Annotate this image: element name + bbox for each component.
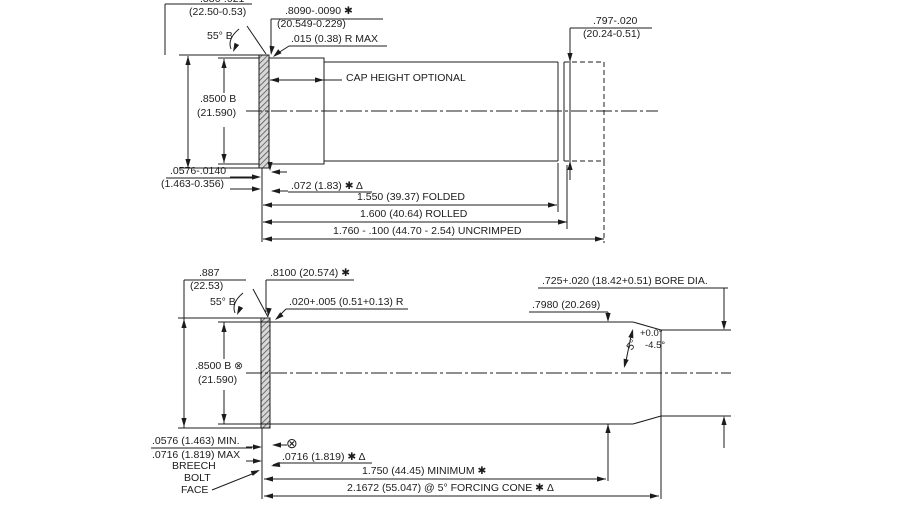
chamber-length-minimum-label: 1.750 (44.45) MINIMUM ✱ — [362, 465, 487, 477]
chamber-headspace-min-label: .0576 (1.463) MIN. — [152, 435, 240, 447]
breech-bolt-face-label-line2: BOLT — [184, 472, 211, 484]
chamber-body-diameter-mm-label: (21.590) — [198, 374, 238, 386]
chamber-cone-angle-minus-label: -4.5° — [645, 340, 666, 351]
shell-rim-thickness-mm-label: (1.463-0.356) — [161, 178, 225, 190]
breech-bolt-face-label-line1: BREECH — [172, 460, 216, 472]
breech-bolt-face-label-line3: FACE — [181, 484, 209, 496]
shell-rim-diameter-mm-label: (22.50-0.53) — [189, 6, 247, 18]
shell-body-diameter-mm-label: (20.549-0.229) — [277, 18, 346, 30]
shell-mouth-id-mm-label: (20.24-0.51) — [583, 28, 641, 40]
shell-rim-thickness-label: .0576-.0140 — [170, 165, 227, 177]
chamber-cone-angle-plus-label: +0.0° — [640, 328, 663, 339]
chamber-rim-angle-label: 55° B — [210, 296, 236, 308]
chamber-body-diameter-label: .8500 B ⊗ — [195, 360, 243, 372]
chamber-rim-recess-dia-mm-label: (22.53) — [190, 280, 224, 292]
shell-cap-step-label: .072 (1.83) ✱ Δ — [291, 180, 363, 192]
shell-length-folded-label: 1.550 (39.37) FOLDED — [357, 191, 465, 203]
shell-rim-diameter-label: .886-.021 — [200, 0, 244, 5]
shell-cap-height-note: CAP HEIGHT OPTIONAL — [346, 72, 466, 84]
shell-base-diameter-label: .8500 B — [200, 93, 237, 105]
shell-rim-angle-label: 55° B — [207, 30, 233, 42]
chamber-bore-diameter-label: .725+.020 (18.42+0.51) BORE DIA. — [542, 275, 708, 287]
shell-mouth-id-label: .797-.020 — [593, 15, 638, 27]
shell-view-outline — [246, 54, 658, 243]
shell-body-diameter-label: .8090-.0090 ✱ — [285, 5, 353, 17]
chamber-view-outline — [178, 317, 731, 499]
chamber-mouth-diameter-label: .8100 (20.574) ✱ — [270, 267, 351, 279]
chamber-radius-label: .020+.005 (0.51+0.13) R — [289, 296, 404, 308]
chamber-forcing-cone-length-label: 2.1672 (55.047) @ 5° FORCING CONE ✱ Δ — [347, 482, 554, 494]
chamber-cone-start-dia-label: .7980 (20.269) — [532, 299, 601, 311]
chamber-rim-recess-dia-label: .887 — [199, 267, 220, 279]
chamber-view-dimensions — [151, 279, 728, 499]
chamber-headspace-max-label: .0716 (1.819) MAX — [152, 449, 241, 461]
shell-base-diameter-mm-label: (21.590) — [197, 107, 237, 119]
shell-radius-max-label: .015 (0.38) R MAX — [291, 33, 378, 45]
chamber-datum-symbol: ⊗ — [286, 435, 298, 451]
chamber-rim-recess-depth-label: .0716 (1.819) ✱ Δ — [282, 451, 366, 463]
shell-view-dimensions — [164, 3, 652, 242]
shell-length-uncrimped-label: 1.760 - .100 (44.70 - 2.54) UNCRIMPED — [333, 225, 522, 237]
shell-length-rolled-label: 1.600 (40.64) ROLLED — [360, 208, 468, 220]
